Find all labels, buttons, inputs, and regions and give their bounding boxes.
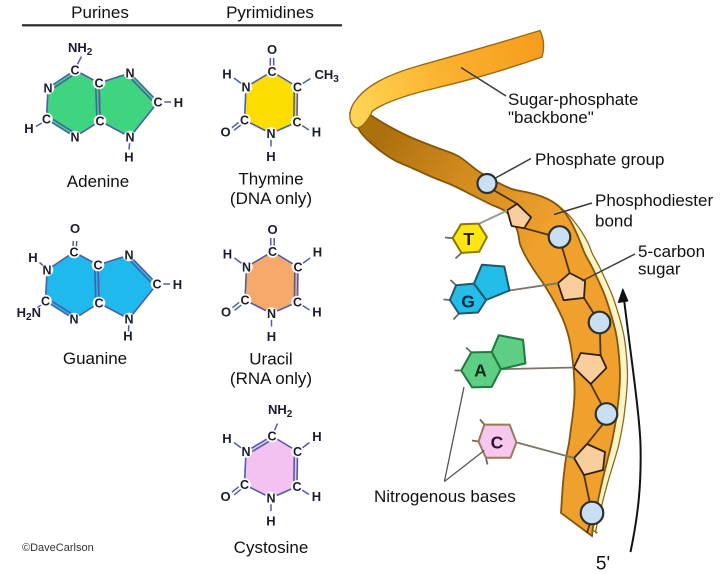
svg-text:NH2: NH2 [68,40,93,58]
svg-text:N: N [69,313,78,327]
svg-text:C: C [41,295,50,309]
svg-text:O: O [70,221,80,236]
svg-text:C: C [95,115,104,129]
svg-text:(DNA only): (DNA only) [230,189,312,208]
svg-text:C: C [292,480,301,494]
svg-text:O: O [267,42,277,57]
svg-text:O: O [220,489,230,504]
svg-text:N: N [125,67,134,81]
svg-text:H: H [267,329,276,344]
svg-text:A: A [474,361,487,381]
svg-text:Phosphodiester: Phosphodiester [595,191,713,210]
svg-text:N: N [42,264,51,278]
svg-text:C: C [293,261,302,275]
svg-text:C: C [69,246,78,260]
svg-text:H: H [312,489,321,504]
svg-text:N: N [124,313,133,327]
svg-text:Phosphate group: Phosphate group [535,150,665,169]
svg-text:(RNA only): (RNA only) [230,369,312,388]
svg-text:Sugar-phosphate: Sugar-phosphate [508,90,638,109]
svg-text:C: C [152,278,161,292]
svg-text:H: H [312,125,321,140]
svg-text:H: H [266,149,275,164]
svg-text:H: H [312,429,321,444]
svg-text:C: C [293,445,302,459]
svg-text:C: C [240,478,249,492]
svg-text:C: C [268,245,277,259]
svg-text:C: C [70,64,79,78]
svg-text:O: O [220,125,230,140]
svg-text:H: H [124,150,133,165]
svg-text:"backbone": "backbone" [508,108,594,127]
svg-text:N: N [124,249,133,263]
svg-text:sugar: sugar [638,260,681,279]
svg-text:N: N [266,127,275,141]
svg-text:N: N [267,307,276,321]
svg-text:C: C [42,113,51,127]
svg-text:H: H [222,67,231,82]
svg-text:C: C [267,430,276,444]
svg-text:Pyrimidines: Pyrimidines [226,3,314,22]
svg-text:NH2: NH2 [268,402,293,420]
svg-text:H: H [266,514,275,529]
svg-text:Nitrogenous bases: Nitrogenous bases [374,487,516,506]
svg-text:C: C [240,114,249,128]
svg-text:CH3: CH3 [315,67,340,85]
svg-text:C: C [93,259,102,273]
svg-text:N: N [125,131,134,145]
svg-text:H: H [174,95,183,110]
svg-text:C: C [293,296,302,310]
svg-text:C: C [267,65,276,79]
svg-text:Thymine: Thymine [238,170,303,189]
svg-text:H2N: H2N [17,305,41,323]
svg-text:H: H [222,431,231,446]
svg-text:H: H [223,247,232,262]
svg-text:H: H [312,305,321,320]
svg-text:O: O [221,305,231,320]
svg-text:C: C [94,297,103,311]
svg-text:O: O [267,222,277,237]
svg-text:N: N [242,261,251,275]
svg-text:©DaveCarlson: ©DaveCarlson [22,542,94,554]
svg-text:Adenine: Adenine [67,172,129,191]
svg-text:H: H [173,277,182,292]
svg-text:C: C [240,294,249,308]
svg-text:T: T [463,229,474,249]
svg-text:H: H [123,329,132,344]
svg-text:Uracil: Uracil [249,350,292,369]
svg-text:Purines: Purines [71,3,129,22]
svg-text:N: N [70,131,79,145]
svg-text:G: G [461,292,475,312]
svg-text:Guanine: Guanine [63,349,127,368]
svg-text:N: N [43,82,52,96]
svg-text:C: C [94,77,103,91]
svg-text:Cystosine: Cystosine [234,538,309,557]
svg-text:C: C [292,116,301,130]
svg-text:H: H [28,250,37,265]
svg-text:C: C [153,96,162,110]
svg-text:N: N [241,445,250,459]
svg-text:N: N [241,81,250,95]
svg-text:5-carbon: 5-carbon [638,242,705,261]
svg-text:H: H [313,245,322,260]
svg-text:5': 5' [596,554,610,574]
svg-text:C: C [491,433,504,453]
svg-text:H: H [24,121,33,136]
svg-text:N: N [266,492,275,506]
svg-text:C: C [293,81,302,95]
svg-text:bond: bond [595,212,633,231]
